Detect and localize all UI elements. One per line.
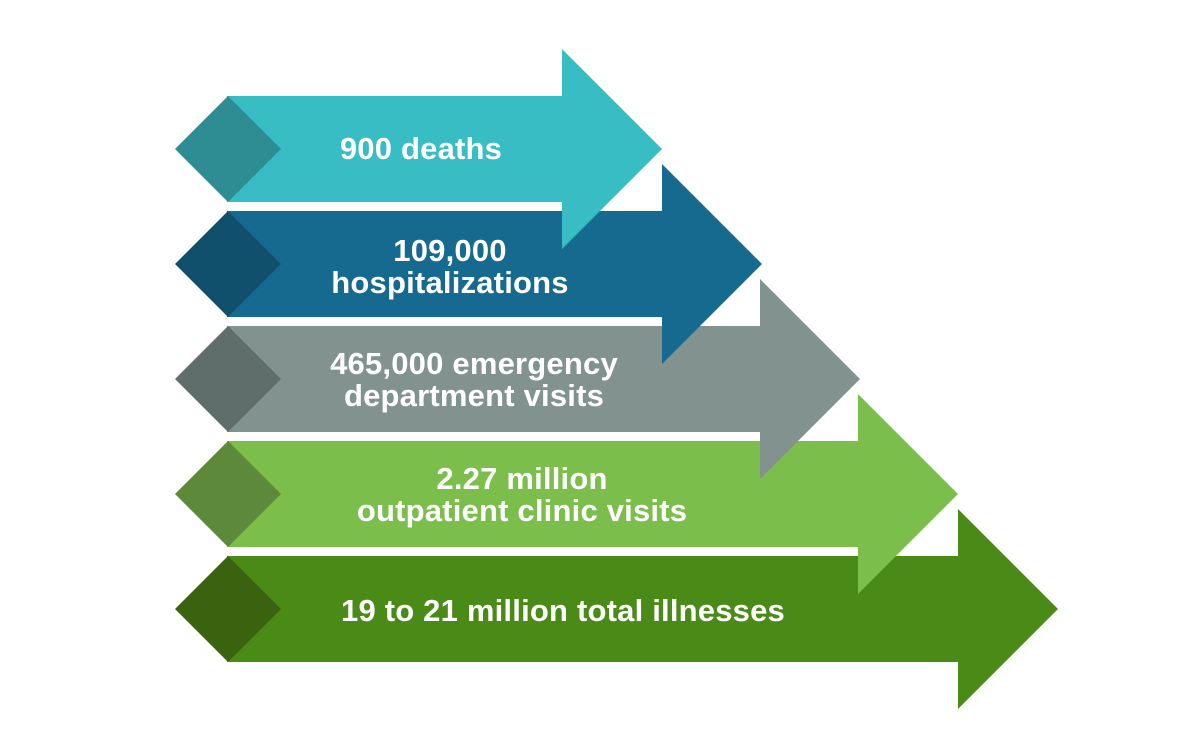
label-outpatient-clinic-visits-line1: 2.27 million bbox=[436, 461, 608, 496]
arrow-shape-emergency-department-visits bbox=[227, 279, 860, 479]
arrow-row-total-illnesses bbox=[175, 509, 1058, 709]
label-total-illnesses-line1: 19 to 21 million total illnesses bbox=[341, 593, 785, 628]
diamond-icon-outpatient-clinic-visits bbox=[175, 441, 281, 547]
label-hospitalizations-line2: hospitalizations bbox=[331, 265, 569, 300]
label-deaths-line1: 900 deaths bbox=[339, 131, 503, 166]
label-emergency-department-visits-line1: 465,000 emergency bbox=[330, 346, 618, 381]
arrow-row-hospitalizations bbox=[175, 164, 762, 364]
label-hospitalizations: 109,000 hospitalizations bbox=[331, 235, 568, 299]
label-outpatient-clinic-visits-line2: outpatient clinic visits bbox=[356, 493, 688, 528]
label-hospitalizations-line1: 109,000 bbox=[393, 233, 507, 268]
label-emergency-department-visits-line2: department visits bbox=[343, 378, 605, 413]
arrow-shape-hospitalizations bbox=[227, 164, 762, 364]
label-deaths: 900 deaths bbox=[340, 133, 502, 165]
diamond-icon-deaths bbox=[175, 96, 281, 202]
arrow-shape-deaths bbox=[227, 49, 662, 249]
arrow-shape-total-illnesses bbox=[227, 509, 1058, 709]
diamond-icon-emergency-department-visits bbox=[175, 326, 281, 432]
label-total-illnesses: 19 to 21 million total illnesses bbox=[341, 595, 785, 627]
diamond-icon-total-illnesses bbox=[175, 556, 281, 662]
label-emergency-department-visits: 465,000 emergency department visits bbox=[330, 348, 618, 412]
arrow-row-emergency-department-visits bbox=[175, 279, 860, 479]
label-outpatient-clinic-visits: 2.27 million outpatient clinic visits bbox=[357, 463, 687, 527]
arrow-row-deaths bbox=[175, 49, 662, 249]
diamond-icon-hospitalizations bbox=[175, 211, 281, 317]
